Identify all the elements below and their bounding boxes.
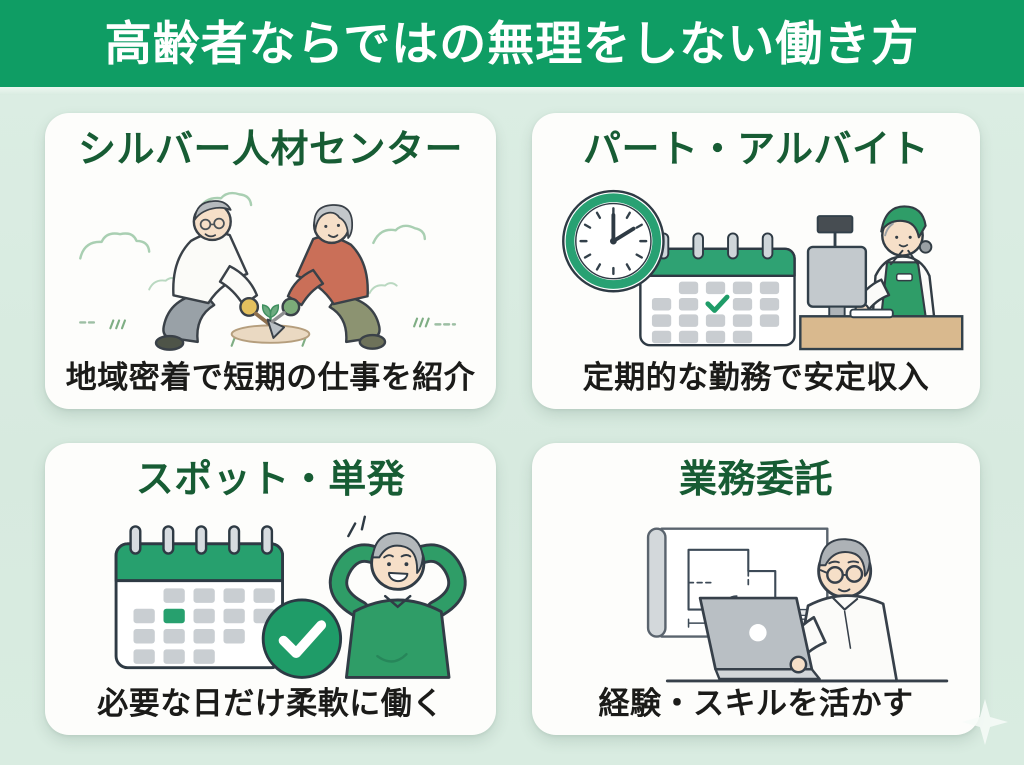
gardening-man-figure <box>154 199 286 351</box>
selected-day-cell <box>163 608 185 623</box>
page-title: 高齢者ならではの無理をしない働き方 <box>104 17 920 70</box>
hand <box>789 655 808 674</box>
card-title: 業務委託 <box>678 459 833 501</box>
card-caption: 必要な日だけ柔軟に働く <box>97 685 444 721</box>
card-title: シルバー人材センター <box>77 129 463 171</box>
card-silver-jinzai-center: シルバー人材センター <box>45 113 496 409</box>
card-title: パート・アルバイト <box>582 129 930 171</box>
gardening-scene-icon <box>79 191 457 351</box>
sparkle-lines-icon <box>346 515 366 537</box>
card-gyomu-itaku: 業務委託 <box>532 443 980 735</box>
calendar-check-relaxed-man-illustration <box>57 509 484 683</box>
clock-icon <box>562 189 665 293</box>
card-title: スポット・単発 <box>135 459 406 501</box>
counter <box>799 314 964 350</box>
card-spot-tanpatsu: スポット・単発 <box>45 443 496 735</box>
card-part-arbeit: パート・アルバイト <box>532 113 980 409</box>
check-circle-icon <box>261 598 342 679</box>
gardening-woman-figure <box>270 203 387 350</box>
cashier-figure <box>854 205 936 320</box>
checkmark-icon <box>705 294 730 313</box>
cards-grid: シルバー人材センター <box>45 113 980 735</box>
calendar-day-cells <box>133 588 275 664</box>
relaxed-man-figure <box>328 515 467 679</box>
part-time-scene-icon <box>562 189 964 350</box>
contract-work-scene-icon <box>646 527 949 683</box>
spot-work-scene-icon <box>114 515 467 679</box>
receipt <box>849 308 894 318</box>
clock-calendar-cashier-illustration <box>544 179 968 357</box>
header-bottom-highlight <box>0 87 1024 95</box>
cash-register-icon <box>806 214 868 318</box>
page-header: 高齢者ならではの無理をしない働き方 <box>0 0 1024 87</box>
blueprint-laptop-senior-illustration <box>544 509 968 683</box>
elderly-couple-gardening-illustration <box>57 179 484 357</box>
calendar-day-cells <box>651 281 780 343</box>
card-caption: 経験・スキルを活かす <box>598 685 914 721</box>
card-caption: 定期的な勤務で安定収入 <box>582 359 930 395</box>
laptop-icon <box>698 596 821 680</box>
checkmark-icon <box>278 619 326 658</box>
card-caption: 地域密着で短期の仕事を紹介 <box>65 359 476 395</box>
